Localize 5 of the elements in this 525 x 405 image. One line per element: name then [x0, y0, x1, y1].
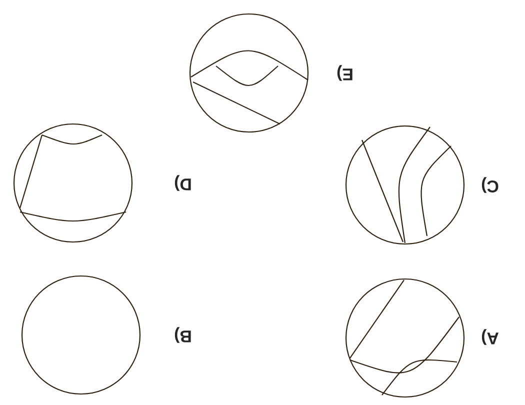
option-label: A)	[482, 329, 499, 345]
option-label: D)	[174, 175, 191, 191]
option-label: B)	[174, 327, 191, 343]
option-label: E)	[337, 65, 352, 81]
option-label: C)	[482, 177, 498, 193]
